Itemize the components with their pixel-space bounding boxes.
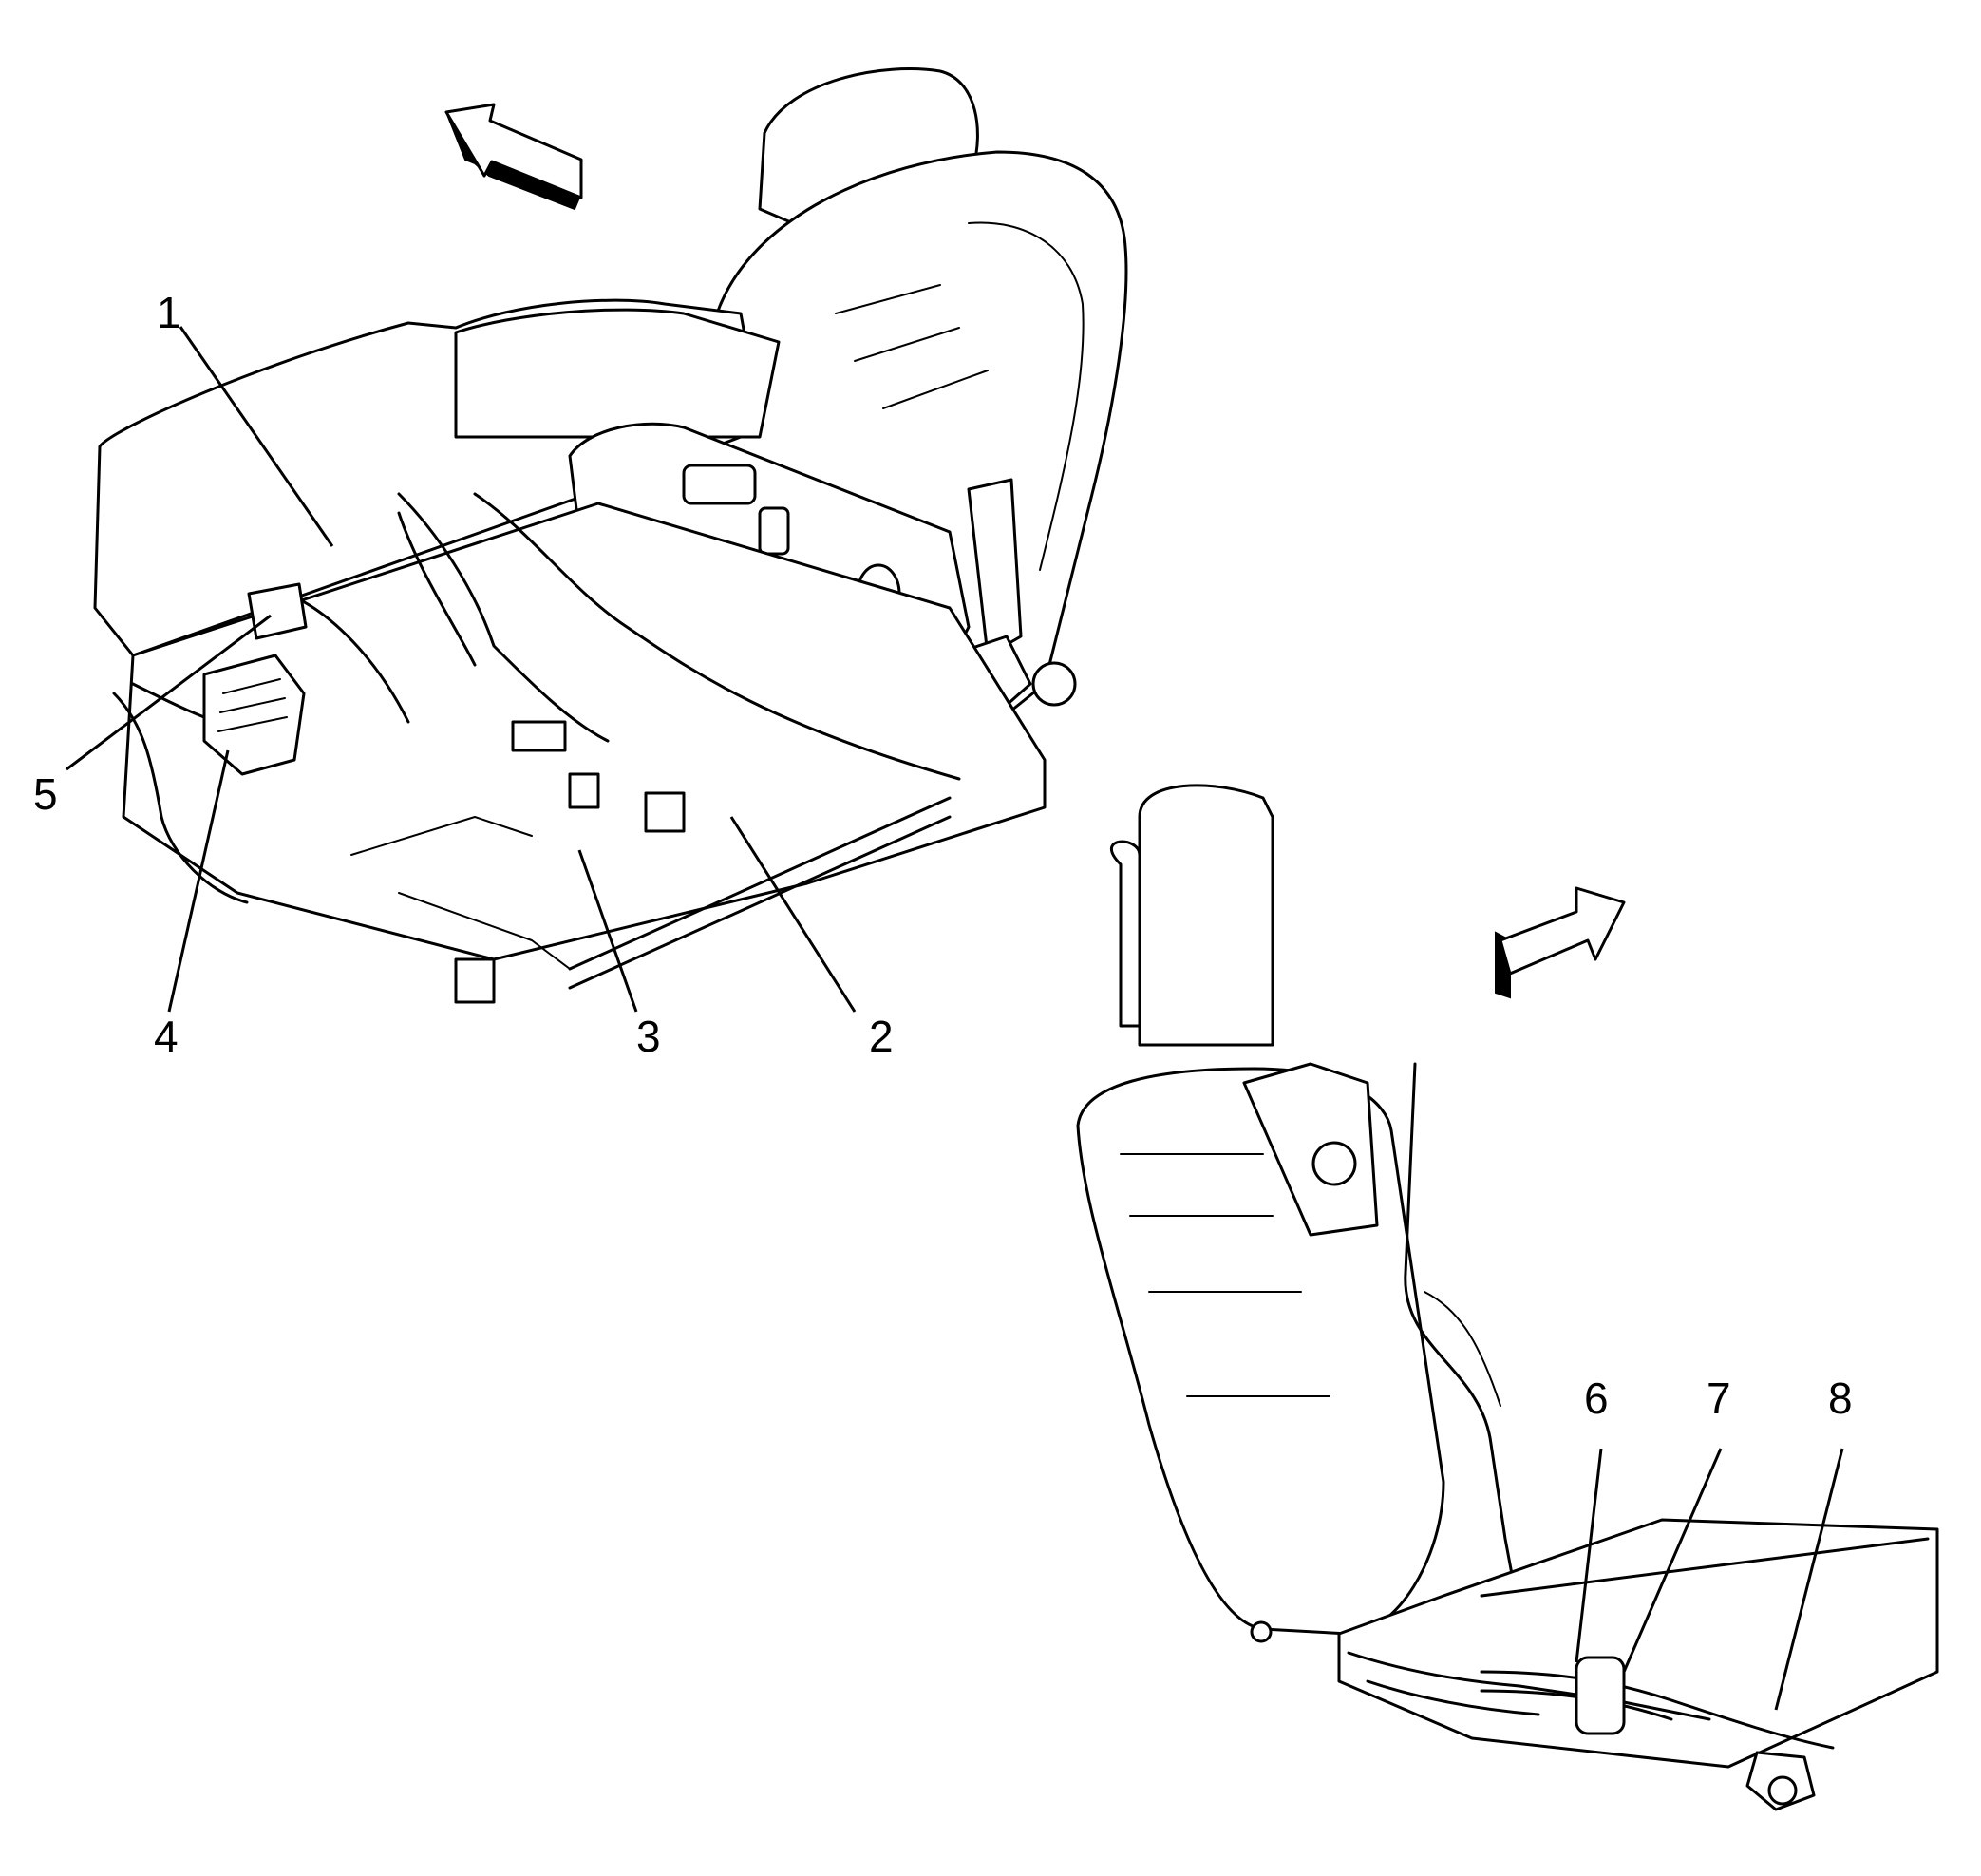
- lower-seat-assembly: [1076, 784, 1939, 1811]
- leader-5: [66, 614, 272, 771]
- direction-arrow-icon: [1495, 886, 1626, 999]
- leader-8: [1774, 1448, 1844, 1711]
- leader-7: [1622, 1448, 1723, 1673]
- callout-5: 5: [33, 769, 58, 819]
- direction-arrow-icon: [444, 103, 583, 211]
- callout-4: 4: [154, 1012, 179, 1061]
- leader-3: [577, 849, 638, 1013]
- leader-1: [179, 326, 334, 547]
- callout-2: 2: [869, 1012, 894, 1061]
- leader-4: [167, 749, 230, 1013]
- callout-1: 1: [157, 288, 181, 337]
- leader-6: [1575, 1448, 1603, 1663]
- leader-2: [729, 816, 857, 1013]
- upper-seat-assembly: [93, 67, 1128, 1004]
- callout-3: 3: [636, 1012, 661, 1061]
- callout-7: 7: [1707, 1374, 1731, 1423]
- callout-6: 6: [1584, 1374, 1609, 1423]
- callout-8: 8: [1828, 1374, 1853, 1423]
